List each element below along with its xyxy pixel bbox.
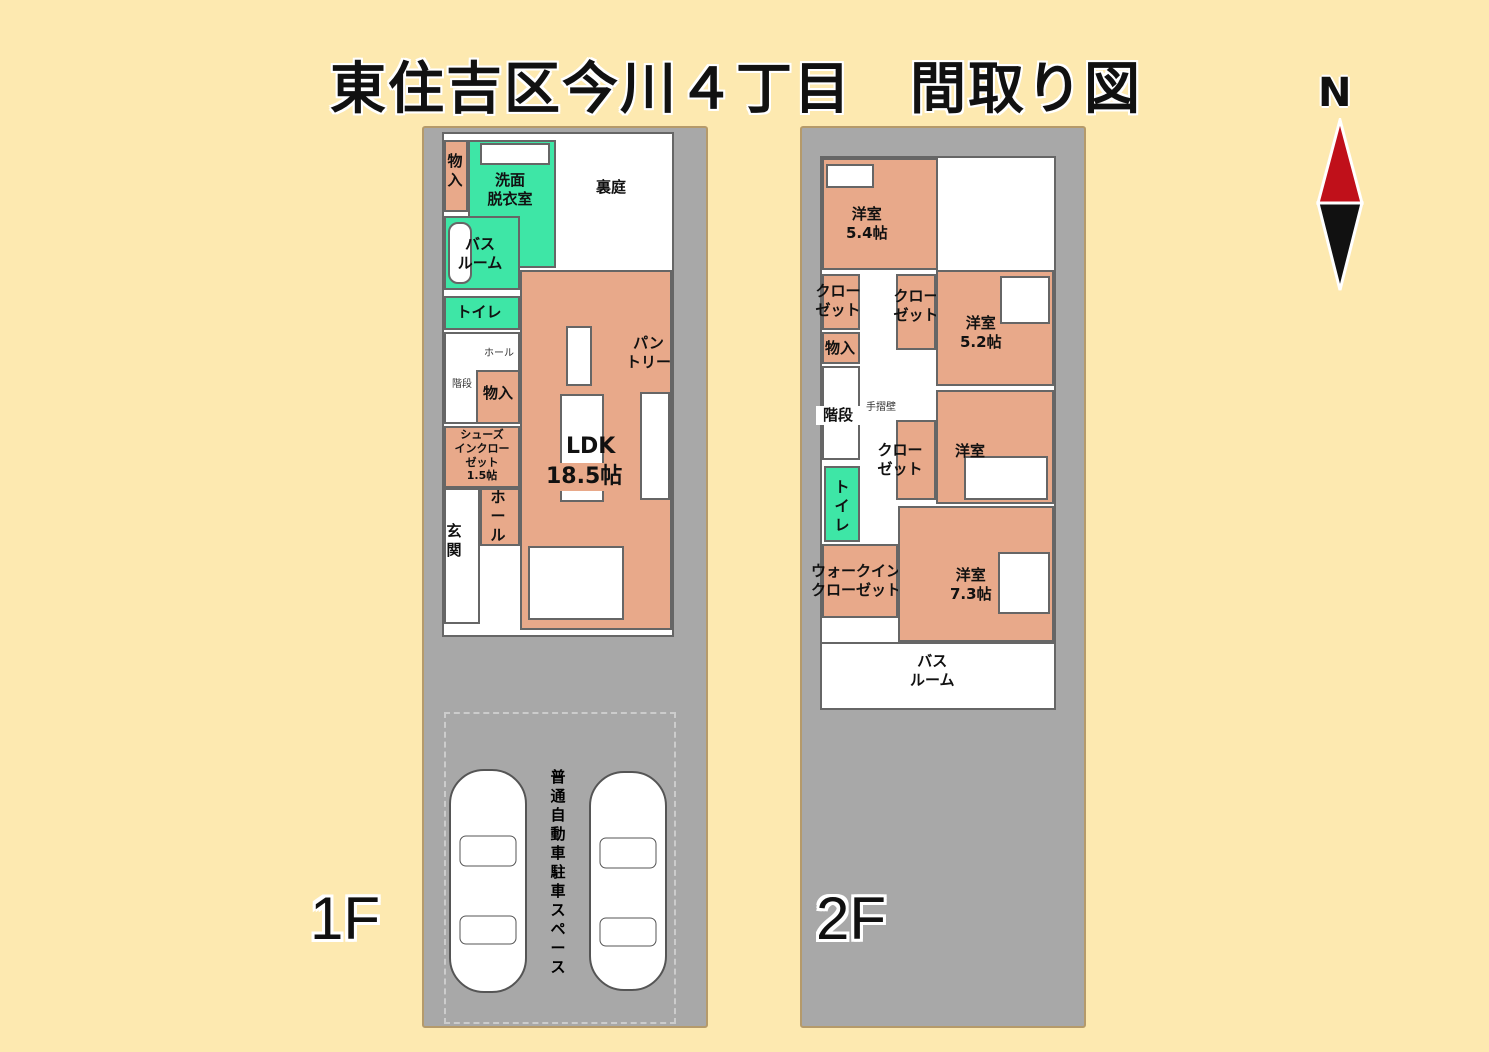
entrance-label: 玄 関 <box>446 522 462 559</box>
pantry-label: パン トリー <box>626 334 672 371</box>
stairs-small-label: 階段 <box>452 379 472 390</box>
western-room-2 <box>936 270 1054 386</box>
car-icon <box>589 771 667 991</box>
western-room-3-label: 洋室 <box>955 442 986 460</box>
western-room-1-label: 洋室 5.4帖 <box>846 205 888 242</box>
ldk-name-label: LDK <box>566 434 616 459</box>
closet-1-label: クロー ゼット <box>815 282 861 319</box>
bed-4 <box>998 552 1050 614</box>
washroom-counter <box>480 143 550 165</box>
western-room-4-label: 洋室 7.3帖 <box>950 566 992 603</box>
walk-in-closet-label: ウォークイン クローゼット <box>810 562 901 599</box>
entrance <box>444 488 480 624</box>
closet-3-label: クロー ゼット <box>877 441 923 478</box>
toilet-2f-label: トイレ <box>834 478 850 534</box>
compass-north-label: N <box>1318 70 1352 116</box>
sofa <box>528 546 624 620</box>
closet-2 <box>896 274 936 350</box>
toilet-2f <box>824 466 860 542</box>
walk-in-closet <box>822 544 898 618</box>
page-title: 東住吉区今川４丁目 間取り図 <box>330 57 1142 122</box>
hall-1f-label: ホール <box>490 488 506 544</box>
compass-icon <box>1316 118 1364 291</box>
balcony-label: バス ルーム <box>910 652 955 689</box>
storage-top <box>444 140 468 212</box>
closet-2-label: クロー ゼット <box>893 287 939 324</box>
balcony <box>820 642 1056 710</box>
washroom-label: 洗面 脱衣室 <box>487 171 533 208</box>
storage-mid-label: 物入 <box>482 384 513 402</box>
handrail-label: 手摺壁 <box>866 402 896 413</box>
hall-1f <box>480 488 520 546</box>
toilet-1f-label: トイレ <box>456 303 502 321</box>
closet-3 <box>896 420 936 500</box>
dining-table <box>566 326 592 386</box>
stairs-2f-label: 階段 <box>816 406 860 425</box>
hall-small-label: ホール <box>484 348 514 359</box>
bed-3 <box>964 456 1048 500</box>
storage-mid <box>476 370 520 424</box>
shoe-closet-label: シューズ インクロー ゼット 1.5帖 <box>454 428 510 483</box>
floor2-label: 2F <box>816 885 887 952</box>
bed-1 <box>826 164 874 188</box>
car-icon <box>449 769 527 993</box>
ldk-size-label: 18.5帖 <box>546 463 623 491</box>
storage-2f-label: 物入 <box>824 339 855 357</box>
storage-2f <box>822 332 860 364</box>
bed-2 <box>1000 276 1050 324</box>
shoe-closet <box>444 426 520 488</box>
western-room-2-label: 洋室 5.2帖 <box>960 314 1002 351</box>
pantry-shelf <box>640 392 670 500</box>
backyard-label: 裏庭 <box>596 178 627 196</box>
storage-top-label: 物 入 <box>447 152 463 189</box>
parking-label: 普通自動車駐車スペース <box>550 768 566 976</box>
bathtub <box>448 222 472 284</box>
closet-1 <box>822 274 860 330</box>
toilet-1f <box>444 296 520 330</box>
floor1-label: 1F <box>310 885 381 952</box>
bath-label: バス ルーム <box>457 235 503 272</box>
